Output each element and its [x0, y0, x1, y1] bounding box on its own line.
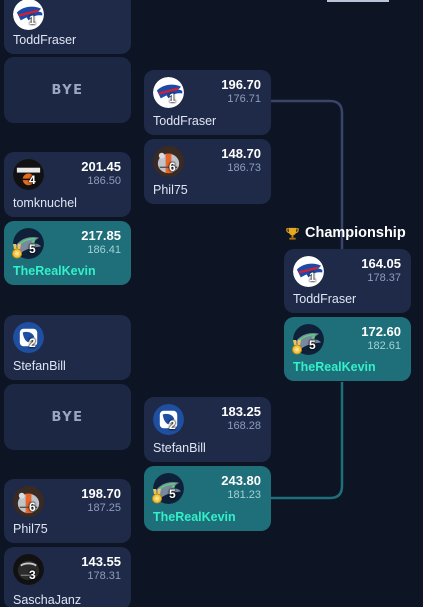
team-projection: 186.50	[87, 175, 121, 187]
championship-title: Championship	[305, 225, 406, 241]
round1-bye-1: BYE	[4, 57, 131, 123]
bills-logo-icon	[293, 256, 324, 287]
round1-card-7[interactable]: 6 198.70 187.25 Phil75	[4, 479, 131, 543]
team-name: StefanBill	[153, 441, 206, 455]
team-name: ToddFraser	[293, 292, 357, 306]
team-name: Phil75	[13, 522, 48, 536]
lions-logo-icon	[153, 404, 184, 435]
team-name: ToddFraser	[13, 33, 77, 47]
team-score: 243.80	[221, 473, 261, 488]
seed-badge: 1	[169, 91, 176, 105]
team-projection: 187.25	[87, 502, 121, 514]
team-score: 201.45	[81, 159, 121, 174]
team-name: TheRealKevin	[13, 264, 96, 278]
browns-logo-icon	[13, 486, 44, 517]
lions-logo-icon	[13, 322, 44, 353]
championship-card-2[interactable]: 5 172.60 182.61 TheRealKevin	[284, 317, 411, 381]
seed-badge: 6	[29, 500, 36, 514]
round2-card-3[interactable]: 2 183.25 168.28 StefanBill	[144, 397, 271, 462]
seed-badge: 5	[169, 487, 176, 501]
team-score: 143.55	[81, 554, 121, 569]
seed-badge: 2	[169, 418, 176, 432]
round1-card-1[interactable]: 1 ToddFraser	[4, 0, 131, 54]
team-score: 172.60	[361, 324, 401, 339]
team-name: ToddFraser	[153, 114, 217, 128]
round1-card-4[interactable]: 5 217.85 186.41 TheRealKevin	[4, 221, 131, 285]
scroll-indicator	[327, 0, 389, 2]
team-name: Phil75	[153, 183, 188, 197]
seed-badge: 4	[29, 173, 36, 187]
medal-icon	[149, 488, 165, 504]
round1-bye-2: BYE	[4, 384, 131, 450]
bills-logo-icon	[13, 0, 44, 30]
seed-badge: 2	[29, 336, 36, 350]
team-name: TheRealKevin	[293, 360, 376, 374]
round1-card-3[interactable]: 4 201.45 186.50 tomknuchel	[4, 152, 131, 217]
team-name: SaschaJanz	[13, 593, 82, 607]
championship-header: Championship	[285, 225, 406, 241]
round1-card-5[interactable]: 2 StefanBill	[4, 315, 131, 380]
browns-logo-icon	[153, 146, 184, 177]
team-name: StefanBill	[13, 359, 66, 373]
team-projection: 178.37	[367, 272, 401, 284]
seed-badge: 6	[169, 160, 176, 174]
seed-badge: 3	[29, 568, 36, 582]
seed-badge: 5	[29, 242, 36, 256]
bye-label: BYE	[51, 409, 84, 425]
team-name: tomknuchel	[13, 196, 77, 210]
round2-card-1[interactable]: 1 196.70 176.71 ToddFraser	[144, 70, 271, 135]
team-projection: 176.71	[227, 93, 261, 105]
team-score: 148.70	[221, 146, 261, 161]
team-projection: 186.41	[87, 244, 121, 256]
team-name: TheRealKevin	[153, 510, 236, 524]
team-projection: 181.23	[227, 489, 261, 501]
round1-card-8[interactable]: 3 143.55 178.31 SaschaJanz	[4, 547, 131, 607]
team-score: 217.85	[81, 228, 121, 243]
team-projection: 186.73	[227, 162, 261, 174]
team-score: 164.05	[361, 256, 401, 271]
team-projection: 168.28	[227, 420, 261, 432]
seed-badge: 1	[309, 270, 316, 284]
team-score: 198.70	[81, 486, 121, 501]
team-projection: 178.31	[87, 570, 121, 582]
round2-card-4[interactable]: 5 243.80 181.23 TheRealKevin	[144, 466, 271, 531]
monsters-logo-icon	[13, 159, 44, 190]
team-score: 196.70	[221, 77, 261, 92]
medal-icon	[9, 243, 25, 259]
bills-logo-icon	[153, 77, 184, 108]
seed-badge: 1	[29, 13, 36, 27]
round2-card-2[interactable]: 6 148.70 186.73 Phil75	[144, 139, 271, 204]
championship-card-1[interactable]: 1 164.05 178.37 ToddFraser	[284, 249, 411, 313]
medal-icon	[289, 339, 305, 355]
raiders-logo-icon	[13, 554, 44, 585]
seed-badge: 5	[309, 338, 316, 352]
trophy-icon	[285, 226, 300, 241]
team-score: 183.25	[221, 404, 261, 419]
bye-label: BYE	[51, 82, 84, 98]
team-projection: 182.61	[367, 340, 401, 352]
